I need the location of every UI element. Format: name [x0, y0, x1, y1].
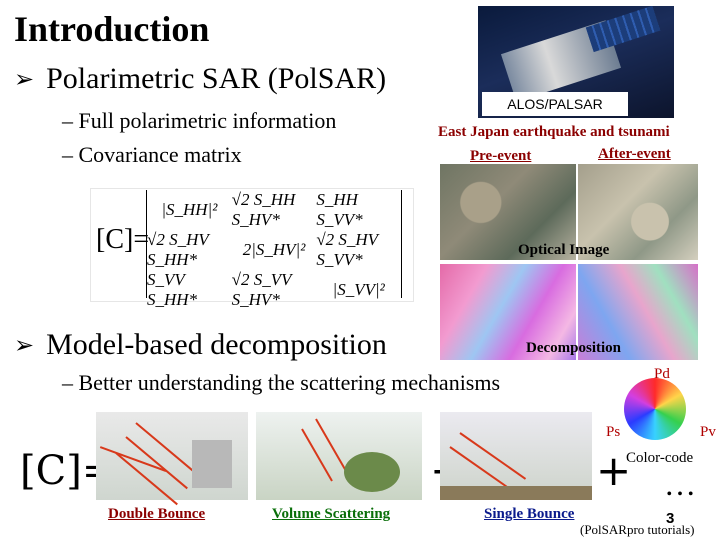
- covariance-matrix: |S_HH|² √2 S_HH S_HV* S_HH S_VV* √2 S_HV…: [146, 190, 402, 309]
- matrix-cell: S_VV S_HH*: [147, 270, 198, 309]
- pre-event-label: Pre-event: [470, 148, 532, 164]
- single-bounce-illustration: [440, 412, 592, 500]
- volume-scattering-illustration: [256, 412, 422, 500]
- arrow-bullet-icon: ➢: [14, 65, 35, 93]
- double-bounce-label: Double Bounce: [108, 506, 206, 522]
- ps-label: Ps: [606, 424, 621, 440]
- matrix-cell: √2 S_HV S_VV*: [316, 230, 378, 269]
- ellipsis: …: [664, 466, 696, 502]
- covariance-matrix-frame: [90, 188, 414, 302]
- after-event-optical-image: [578, 164, 698, 260]
- bullet-polsar: ➢ Polarimetric SAR (PolSAR): [14, 62, 386, 96]
- matrix-label: [C]=: [96, 224, 150, 255]
- page-title: Introduction: [14, 9, 210, 49]
- color-wheel-icon: [624, 378, 686, 440]
- double-bounce-illustration: [96, 412, 248, 506]
- pre-event-optical-image: [440, 164, 576, 260]
- satellite-label: ALOS/PALSAR: [482, 92, 628, 116]
- matrix-cell: √2 S_HV S_HH*: [147, 230, 209, 269]
- single-bounce-label: Single Bounce: [484, 506, 575, 522]
- bullet-decomposition: ➢ Model-based decomposition: [14, 328, 387, 362]
- matrix-cell: √2 S_VV S_HV*: [231, 270, 292, 309]
- after-event-decomposition-image: [578, 264, 698, 360]
- color-code-label: Color-code: [626, 450, 694, 466]
- pv-label: Pv: [700, 424, 716, 440]
- matrix-cell: √2 S_HH S_HV*: [231, 190, 296, 229]
- subbullet-full-info: – Full polarimetric information: [62, 108, 337, 133]
- event-title: East Japan earthquake and tsunami: [438, 124, 670, 140]
- plus-sign: +: [596, 446, 632, 495]
- subbullet-covariance: – Covariance matrix: [62, 142, 242, 167]
- matrix-cell: |S_VV|²: [332, 280, 385, 299]
- subbullet-scattering: – Better understanding the scattering me…: [62, 370, 501, 395]
- after-event-label: After-event: [598, 146, 671, 162]
- bullet-decomposition-text: Model-based decomposition: [46, 328, 387, 361]
- decomposition-label: Decomposition: [526, 340, 621, 356]
- optical-image-label: Optical Image: [518, 242, 610, 258]
- pd-label: Pd: [654, 366, 670, 382]
- matrix-cell: 2|S_HV|²: [242, 240, 306, 259]
- volume-scattering-label: Volume Scattering: [272, 506, 391, 522]
- page-number: 3: [666, 510, 675, 527]
- solar-panel-shape: [585, 6, 661, 53]
- matrix-cell: |S_HH|²: [161, 200, 218, 219]
- arrow-bullet-icon: ➢: [14, 331, 35, 359]
- matrix-cell: S_HH S_VV*: [316, 190, 363, 229]
- pre-event-decomposition-image: [440, 264, 576, 360]
- source-credit: (PolSARpro tutorials): [580, 522, 695, 537]
- bullet-polsar-text: Polarimetric SAR (PolSAR): [46, 62, 387, 95]
